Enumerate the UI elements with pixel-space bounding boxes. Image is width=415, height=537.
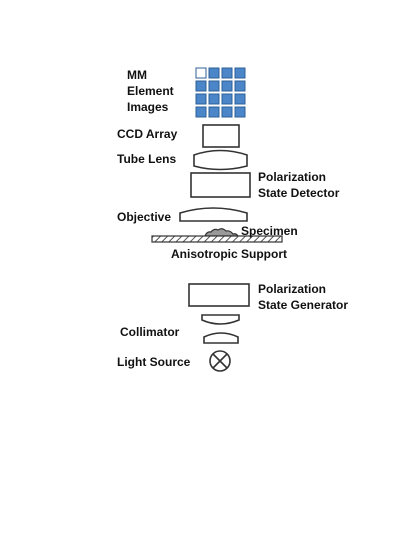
label-mm-line2: Element bbox=[127, 84, 174, 98]
mm-element-cell bbox=[221, 80, 233, 92]
specimen-shape bbox=[204, 228, 240, 237]
label-psd: Polarization State Detector bbox=[258, 169, 339, 201]
collimator-lower-lens bbox=[203, 332, 239, 344]
label-mm: MM Element Images bbox=[127, 67, 174, 115]
label-psg-line1: Polarization bbox=[258, 282, 327, 296]
tube-lens-shape bbox=[193, 149, 248, 171]
label-objective: Objective bbox=[117, 210, 172, 224]
mm-element-cell bbox=[234, 80, 246, 92]
mm-element-cell bbox=[234, 67, 246, 79]
mm-element-cell bbox=[195, 80, 207, 92]
mm-element-cell bbox=[208, 106, 220, 118]
label-psg: Polarization State Generator bbox=[258, 281, 348, 313]
psd-box bbox=[190, 172, 251, 198]
ccd-array-box bbox=[202, 124, 240, 148]
mm-element-cell bbox=[208, 93, 220, 105]
mm-element-cell bbox=[195, 106, 207, 118]
mm-element-cell bbox=[221, 67, 233, 79]
collimator-upper-lens bbox=[201, 314, 240, 325]
label-anisotropic-support: Anisotropic Support bbox=[171, 247, 287, 261]
mm-element-cell bbox=[234, 106, 246, 118]
label-psd-line2: State Detector bbox=[258, 186, 340, 200]
mm-element-grid bbox=[195, 67, 246, 118]
anisotropic-support-plate bbox=[151, 235, 283, 243]
label-psd-line1: Polarization bbox=[258, 170, 327, 184]
label-light-source: Light Source bbox=[117, 355, 191, 369]
mm-element-cell-empty bbox=[195, 67, 207, 79]
mm-element-cell bbox=[208, 67, 220, 79]
label-mm-line3: Images bbox=[127, 100, 169, 114]
light-source-icon bbox=[209, 350, 231, 372]
psg-box bbox=[188, 283, 250, 307]
label-tube-lens: Tube Lens bbox=[117, 152, 177, 166]
label-collimator: Collimator bbox=[120, 325, 180, 339]
mm-element-cell bbox=[221, 106, 233, 118]
objective-shape bbox=[179, 207, 248, 222]
label-specimen: Specimen bbox=[241, 224, 298, 238]
mm-element-cell bbox=[234, 93, 246, 105]
label-mm-line1: MM bbox=[127, 68, 147, 82]
mm-element-cell bbox=[208, 80, 220, 92]
label-psg-line2: State Generator bbox=[258, 298, 349, 312]
label-ccd-array: CCD Array bbox=[117, 127, 178, 141]
mm-element-cell bbox=[221, 93, 233, 105]
mm-element-cell bbox=[195, 93, 207, 105]
